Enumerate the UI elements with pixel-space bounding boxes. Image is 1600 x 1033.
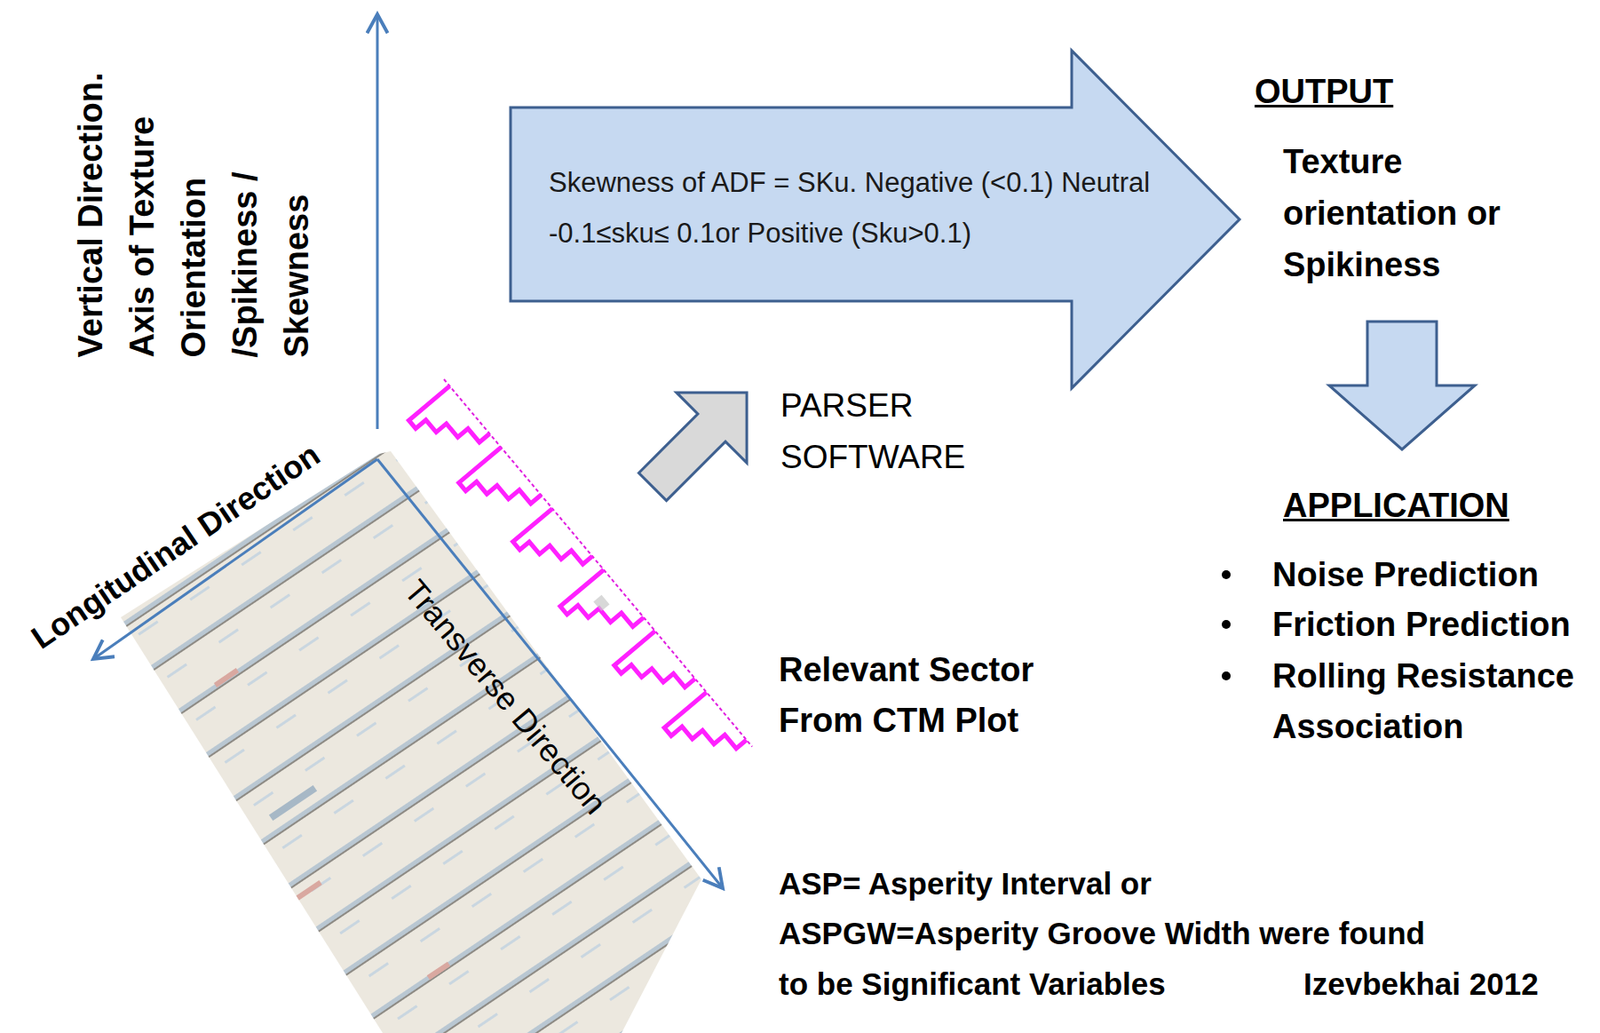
plot-profile (408, 386, 490, 468)
plot-caption: Relevant Sector From CTM Plot (778, 644, 1054, 746)
bullet-item: Friction Prediction (1272, 599, 1571, 650)
stain (269, 784, 317, 821)
section-heading: OUTPUT (1254, 69, 1394, 114)
bullet (1221, 570, 1231, 579)
software-label: PARSER SOFTWARE (780, 380, 985, 484)
bullet-item: Rolling Resistance Association (1272, 650, 1591, 753)
plot-profile (459, 447, 541, 531)
down-arrow (1329, 321, 1475, 450)
parser-arrow-shape (617, 356, 782, 522)
stain (427, 961, 452, 981)
citation: Izevbekhai 2012 (1303, 958, 1539, 1009)
parser-arrow (617, 356, 782, 522)
photo-speckle (213, 667, 451, 980)
arrow-shape (510, 50, 1240, 389)
transverse-axis (377, 459, 723, 888)
plot-shade (593, 594, 610, 611)
plot-profile (614, 630, 696, 713)
node-text: Skewness of ADF = SKu. Negative (<0.1) N… (548, 157, 1171, 259)
stain (293, 879, 323, 902)
plot-profile (513, 508, 593, 590)
vertical-axis (376, 14, 380, 429)
bullet-item: Noise Prediction (1272, 549, 1539, 601)
note-text: ASP= Asperity Interval or (778, 857, 1152, 909)
bullet (1221, 671, 1231, 681)
stain (213, 667, 239, 688)
output-text: Texture orientation or Spikiness (1283, 135, 1541, 291)
process-arrow: Skewness of ADF = SKu. Negative (<0.1) N… (510, 50, 1240, 389)
plot-profile (664, 691, 746, 775)
plot-profile (560, 569, 644, 654)
bullet (1221, 619, 1231, 629)
axis-label: Vertical Direction. Axis of Texture Orie… (64, 51, 323, 358)
section-heading: APPLICATION (1283, 483, 1510, 528)
